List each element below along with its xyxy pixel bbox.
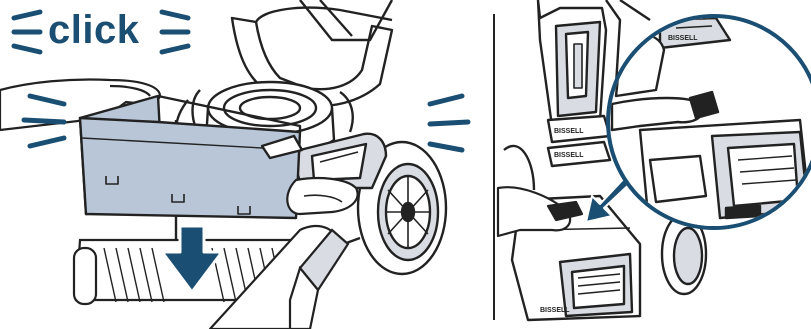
sound-wave-right-icon <box>430 96 468 150</box>
right-panel: BISSELL BISSELL BISSELL BISSELL <box>498 0 811 320</box>
left-panel <box>0 0 468 329</box>
brand-mark-1: BISSELL <box>554 128 584 135</box>
brand-mark-3: BISSELL <box>668 35 698 42</box>
magnifier-circle-icon <box>608 16 811 236</box>
click-sound-left-icon <box>14 12 40 52</box>
brand-mark-2: BISSELL <box>554 152 584 159</box>
click-sound-right-icon <box>162 12 188 52</box>
brand-mark-4: BISSELL <box>540 307 570 314</box>
